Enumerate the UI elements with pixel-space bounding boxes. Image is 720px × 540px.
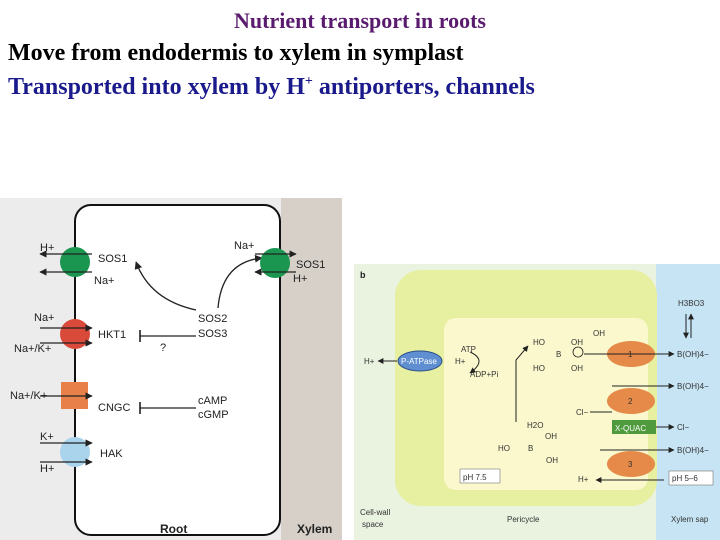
- label-na-sos1-left: Na+: [94, 275, 115, 287]
- label-cgmp: cGMP: [198, 409, 229, 421]
- ph-outside-box: [668, 470, 714, 486]
- hydration-arrow: [515, 345, 529, 422]
- label-h2o: H2O: [527, 421, 543, 430]
- label-oh3: OH: [545, 432, 557, 441]
- label-hak: HAK: [100, 448, 123, 460]
- label-t2: 2: [628, 397, 633, 406]
- label-na-right: Na+: [234, 240, 255, 252]
- ph-inside-box: [459, 468, 501, 484]
- bullet-antiporters-sup: +: [304, 74, 313, 89]
- x-quac-channel: [612, 420, 656, 434]
- label-ph-out: pH 5–6: [672, 474, 698, 483]
- label-hkt1: HKT1: [98, 329, 126, 341]
- label-boh4-2: B(OH)4−: [677, 382, 709, 391]
- label-ph-in: pH 7.5: [463, 473, 487, 482]
- sos2-to-sos1-right-arrow: [217, 254, 263, 309]
- label-ho1: HO: [533, 338, 545, 347]
- label-xquac: X-QUAC: [615, 424, 646, 433]
- label-oh4: OH: [546, 456, 558, 465]
- label-oh5: OH: [593, 329, 605, 338]
- hak-transporter: [60, 437, 90, 467]
- label-cl-out: Cl−: [677, 423, 690, 432]
- label-oh2: OH: [571, 364, 583, 373]
- label-root: Root: [160, 522, 187, 536]
- label-sos3: SOS3: [198, 328, 227, 340]
- label-sos1-right: SOS1: [296, 259, 325, 271]
- minus-charge-icon: [572, 346, 584, 358]
- p-atpase-pump: [397, 350, 443, 372]
- label-atp: ATP: [461, 345, 476, 354]
- label-cl-in: Cl−: [576, 408, 589, 417]
- label-space: space: [362, 520, 384, 529]
- label-xylem: Xylem: [297, 522, 332, 536]
- label-pericycle: Pericycle: [507, 515, 540, 524]
- label-na-k-hkt1: Na+/K+: [14, 343, 51, 355]
- label-sos1-left: SOS1: [98, 253, 127, 265]
- label-camp: cAMP: [198, 395, 227, 407]
- diagram-b: b P-ATPase H+ H+ ATP ADP+Pi HO OH B HO O…: [354, 264, 720, 540]
- diagram-a: H+ SOS1 Na+ Na+ Na+/K+ HKT1 Na+/K+ CNGC …: [0, 198, 342, 540]
- bullet-antiporters: Transported into xylem by H+ antiporters…: [8, 74, 535, 101]
- label-h-in: H+: [455, 357, 466, 366]
- label-h-left: H+: [364, 357, 375, 366]
- label-boh4-3: B(OH)4−: [677, 446, 709, 455]
- xylem-region: [281, 198, 342, 540]
- bullet-antiporters-pre: Transported into xylem by H: [8, 74, 305, 100]
- label-h-right: H+: [293, 273, 307, 285]
- label-h-sos1-left: H+: [40, 242, 54, 254]
- bullet-endodermis: Move from endodermis to xylem in symplas…: [8, 40, 464, 66]
- label-h-hak: H+: [40, 463, 54, 475]
- bullet-antiporters-post: antiporters, channels: [312, 74, 535, 100]
- atp-hydrolysis-arrow: [469, 351, 480, 374]
- label-patpase: P-ATPase: [401, 357, 437, 366]
- hkt1-transporter: [60, 319, 90, 349]
- pericycle-cytoplasm: [444, 318, 648, 490]
- label-panel-b: b: [360, 270, 366, 280]
- root-cell-membrane: [74, 204, 281, 536]
- label-ho2: HO: [533, 364, 545, 373]
- transporter-2: [607, 388, 655, 414]
- label-cell-wall: Cell-wall: [360, 508, 390, 517]
- xylem-sap-region: [656, 264, 720, 540]
- label-ho3: HO: [498, 444, 510, 453]
- label-h-bottom: H+: [578, 475, 589, 484]
- transporter-3: [607, 451, 655, 477]
- label-na-hkt1: Na+: [34, 312, 55, 324]
- label-boh4-1: B(OH)4−: [677, 350, 709, 359]
- label-b1: B: [556, 350, 561, 359]
- label-b2: B: [528, 444, 533, 453]
- label-xylem-sap: Xylem sap: [671, 515, 709, 524]
- label-h3bo3: H3BO3: [678, 299, 705, 308]
- label-oh1: OH: [571, 338, 583, 347]
- label-t3: 3: [628, 460, 633, 469]
- sos2-to-sos1-left-arrow: [134, 261, 197, 311]
- label-adp: ADP+Pi: [470, 370, 498, 379]
- slide-title: Nutrient transport in roots: [234, 8, 486, 33]
- label-na-k-cngc: Na+/K+: [10, 390, 47, 402]
- label-question: ?: [160, 342, 166, 354]
- label-cngc: CNGC: [98, 402, 130, 414]
- label-k-hak: K+: [40, 431, 54, 443]
- label-sos2: SOS2: [198, 313, 227, 325]
- sos1-right-transporter: [260, 248, 290, 278]
